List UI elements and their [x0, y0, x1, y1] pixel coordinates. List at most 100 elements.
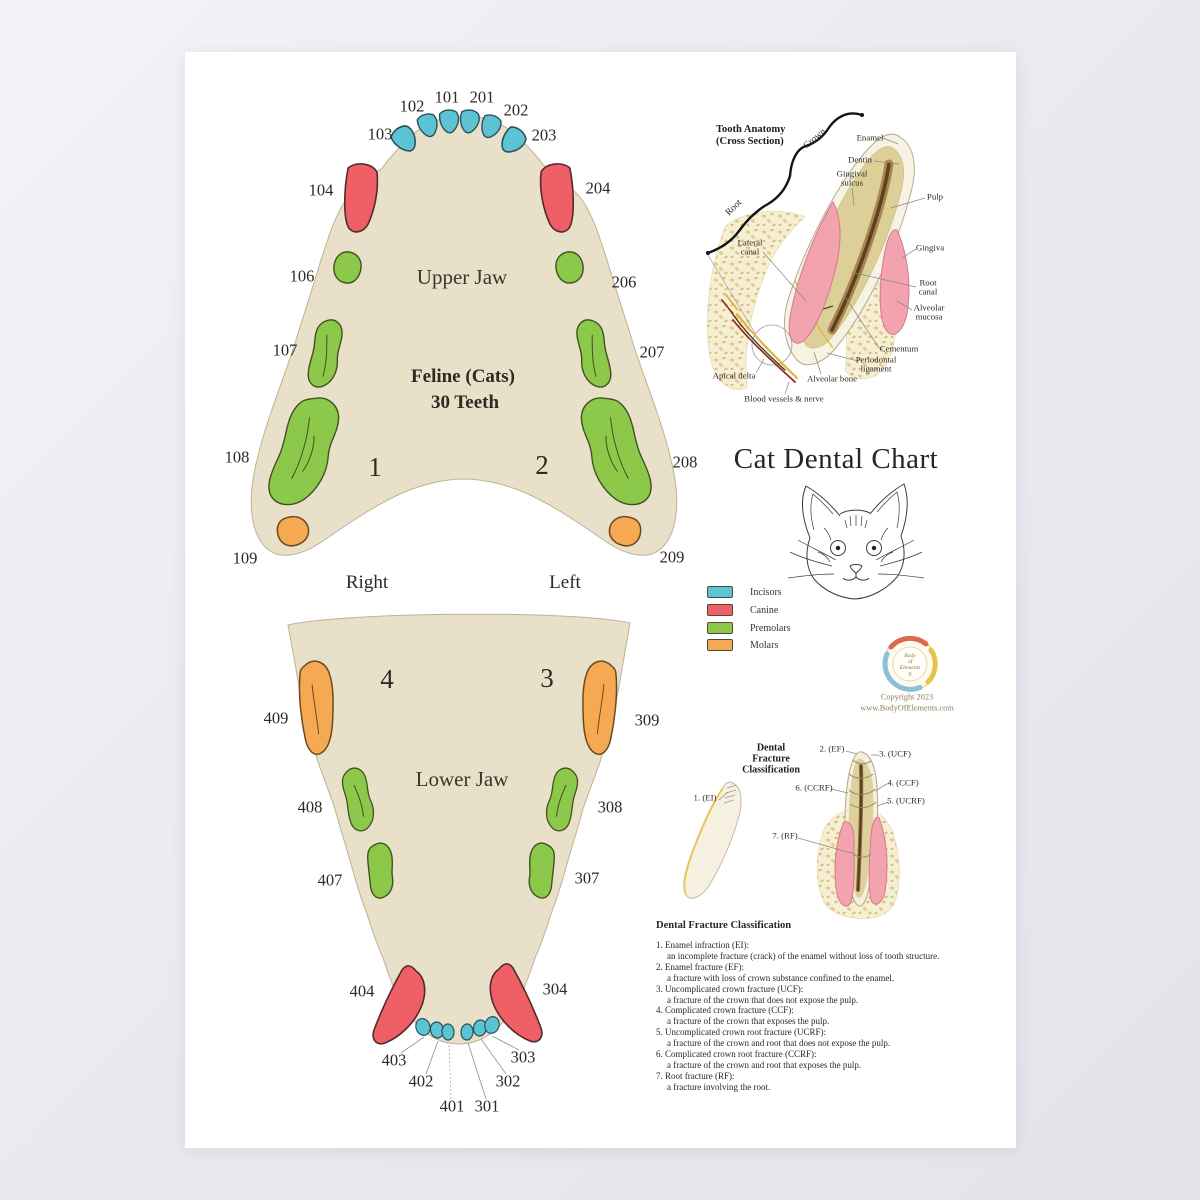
tooth-303	[484, 1016, 500, 1034]
fracture-item-6: 6. Complicated crown root fracture (CCRF…	[656, 1049, 978, 1071]
lower-molar-creases	[311, 684, 605, 735]
fracture-term: 5. Uncomplicated crown root fracture (UC…	[656, 1027, 826, 1038]
tooth-label-207: 207	[639, 342, 665, 362]
alveolar-bone-label: Alveolar bone	[806, 373, 858, 384]
lower-incisors	[415, 1016, 500, 1041]
fracture-item-3: 3. Uncomplicated crown fracture (UCF): a…	[656, 984, 978, 1006]
canine-swatch	[707, 604, 733, 616]
logo-badge-art	[882, 635, 938, 692]
fracture-label-ccrf: 6. (CCRF)	[795, 782, 833, 793]
fracture-definition: a fracture of the crown that exposes the…	[667, 1016, 830, 1027]
poster-artwork	[250, 108, 938, 1100]
tooth-301	[460, 1023, 474, 1041]
fracture-item-1: 1. Enamel infraction (EI): an incomplete…	[656, 940, 978, 962]
molars-label: Molars	[750, 639, 779, 651]
tooth-label-204: 204	[585, 178, 611, 198]
fracture-definition: an incomplete fracture (crack) of the en…	[667, 950, 940, 961]
quadrant-4: 4	[380, 663, 394, 694]
copyright-text: Copyright 2023	[880, 692, 934, 702]
tooth-label-201: 201	[469, 87, 495, 107]
apex-circle	[751, 324, 793, 366]
species-line2: 30 Teeth	[430, 392, 500, 414]
legend-item-canine: Canine	[707, 603, 778, 617]
blood-vessels-label: Blood vessels & nerve	[744, 393, 824, 404]
tooth-label-401: 401	[439, 1096, 465, 1116]
brace-end-dot-top	[860, 113, 864, 117]
tooth-label-104: 104	[308, 180, 334, 200]
tooth-label-307: 307	[574, 868, 600, 888]
tooth-label-101: 101	[434, 87, 460, 107]
anatomy-leader-lines	[755, 137, 926, 395]
legend-item-premolars: Premolars	[707, 621, 791, 635]
quadrant-1: 1	[368, 451, 382, 482]
tooth-label-206: 206	[611, 272, 637, 292]
fracture-diagram-heading: Dental Fracture Classification	[742, 742, 800, 776]
fracture-gingiva-left	[834, 821, 855, 907]
fracture-label-ucf: 3. (UCF)	[879, 748, 911, 759]
tooth-anatomy-heading: Tooth Anatomy (Cross Section)	[716, 124, 786, 148]
incisor-leader-lines	[400, 1035, 520, 1100]
lateral-canal-label: Lateral canal	[737, 237, 763, 257]
quadrant-2: 2	[535, 449, 549, 480]
fracture-crack-lines	[848, 759, 877, 858]
fracture-term: 4. Complicated crown fracture (CCF):	[656, 1005, 794, 1016]
logo-text-line2: of	[907, 659, 913, 665]
tooth-label-303: 303	[510, 1047, 536, 1067]
tooth-403	[415, 1018, 431, 1036]
tooth-label-102: 102	[399, 96, 425, 116]
fracture-definition: a fracture of the crown and root that ex…	[667, 1059, 862, 1070]
tooth-label-407: 407	[317, 870, 343, 890]
cat-sketch	[787, 483, 925, 600]
fracture-definition: a fracture of the crown and root that do…	[667, 1038, 891, 1049]
side-label-right: Right	[345, 572, 389, 594]
apical-delta-label: Apical delta	[712, 370, 756, 381]
cementum-label: Cementum	[879, 343, 919, 354]
lower-jaw-shape	[287, 613, 631, 1045]
fracture-gingiva-right	[868, 816, 888, 905]
periodontal-ligament-label: Periodontal ligament	[855, 354, 897, 374]
crown-root-brace	[706, 112, 864, 255]
tooth-404	[372, 965, 426, 1045]
tooth-label-309: 309	[634, 710, 660, 730]
fracture-label-ei: 1. (EI)	[693, 792, 717, 803]
tooth-106	[333, 251, 362, 284]
upper-jaw-diagram	[250, 108, 678, 556]
species-line1: Feline (Cats)	[411, 366, 515, 388]
fracture-classification-list: Dental Fracture Classification 1. Enamel…	[656, 920, 978, 1093]
fracture-term: 1. Enamel infraction (EI):	[656, 940, 749, 950]
premolars-label: Premolars	[750, 622, 791, 634]
tooth-304	[489, 963, 543, 1043]
tooth-label-408: 408	[297, 797, 323, 817]
tooth-label-209: 209	[659, 547, 685, 567]
molars-swatch	[707, 639, 733, 651]
lower-premolar-creases	[353, 784, 567, 817]
pulp-label: Pulp	[926, 191, 944, 202]
fracture-definition: a fracture involving the root.	[667, 1081, 771, 1092]
tooth-206	[555, 251, 584, 284]
fracture-label-ccf: 4. (CCF)	[887, 777, 919, 788]
tooth-label-108: 108	[224, 447, 250, 467]
ei-hatch-marks	[723, 784, 737, 804]
tooth-label-304: 304	[542, 979, 568, 999]
tooth-label-301: 301	[474, 1096, 500, 1116]
brace-apex-line	[707, 254, 756, 334]
logo-copyright-symbol: ©	[907, 672, 913, 678]
tooth-label-404: 404	[349, 981, 375, 1001]
gingival-sulcus-label: Gingival sulcus	[836, 168, 868, 188]
tooth-label-103: 103	[367, 124, 393, 144]
fracture-label-ucrf: 5. (UCRF)	[887, 795, 925, 806]
cat-dental-chart-poster: 101 201 102 202 103 203 104 204 106 206 …	[185, 52, 1016, 1148]
upper-jaw-title: Upper Jaw	[416, 264, 508, 289]
pulp-core	[830, 162, 891, 332]
canine-label: Canine	[750, 604, 779, 616]
tooth-401	[441, 1023, 455, 1041]
enamel-label: Enamel	[856, 132, 884, 143]
tooth-label-308: 308	[597, 797, 623, 817]
root-canal-label: Root canal	[918, 277, 938, 297]
ei-tooth-edge	[683, 787, 724, 896]
tooth-label-107: 107	[272, 340, 298, 360]
lower-jaw-diagram	[287, 613, 631, 1100]
gingiva-label: Gingiva	[915, 242, 945, 253]
tooth-label-208: 208	[672, 452, 698, 472]
fracture-diagram-art	[683, 750, 900, 919]
